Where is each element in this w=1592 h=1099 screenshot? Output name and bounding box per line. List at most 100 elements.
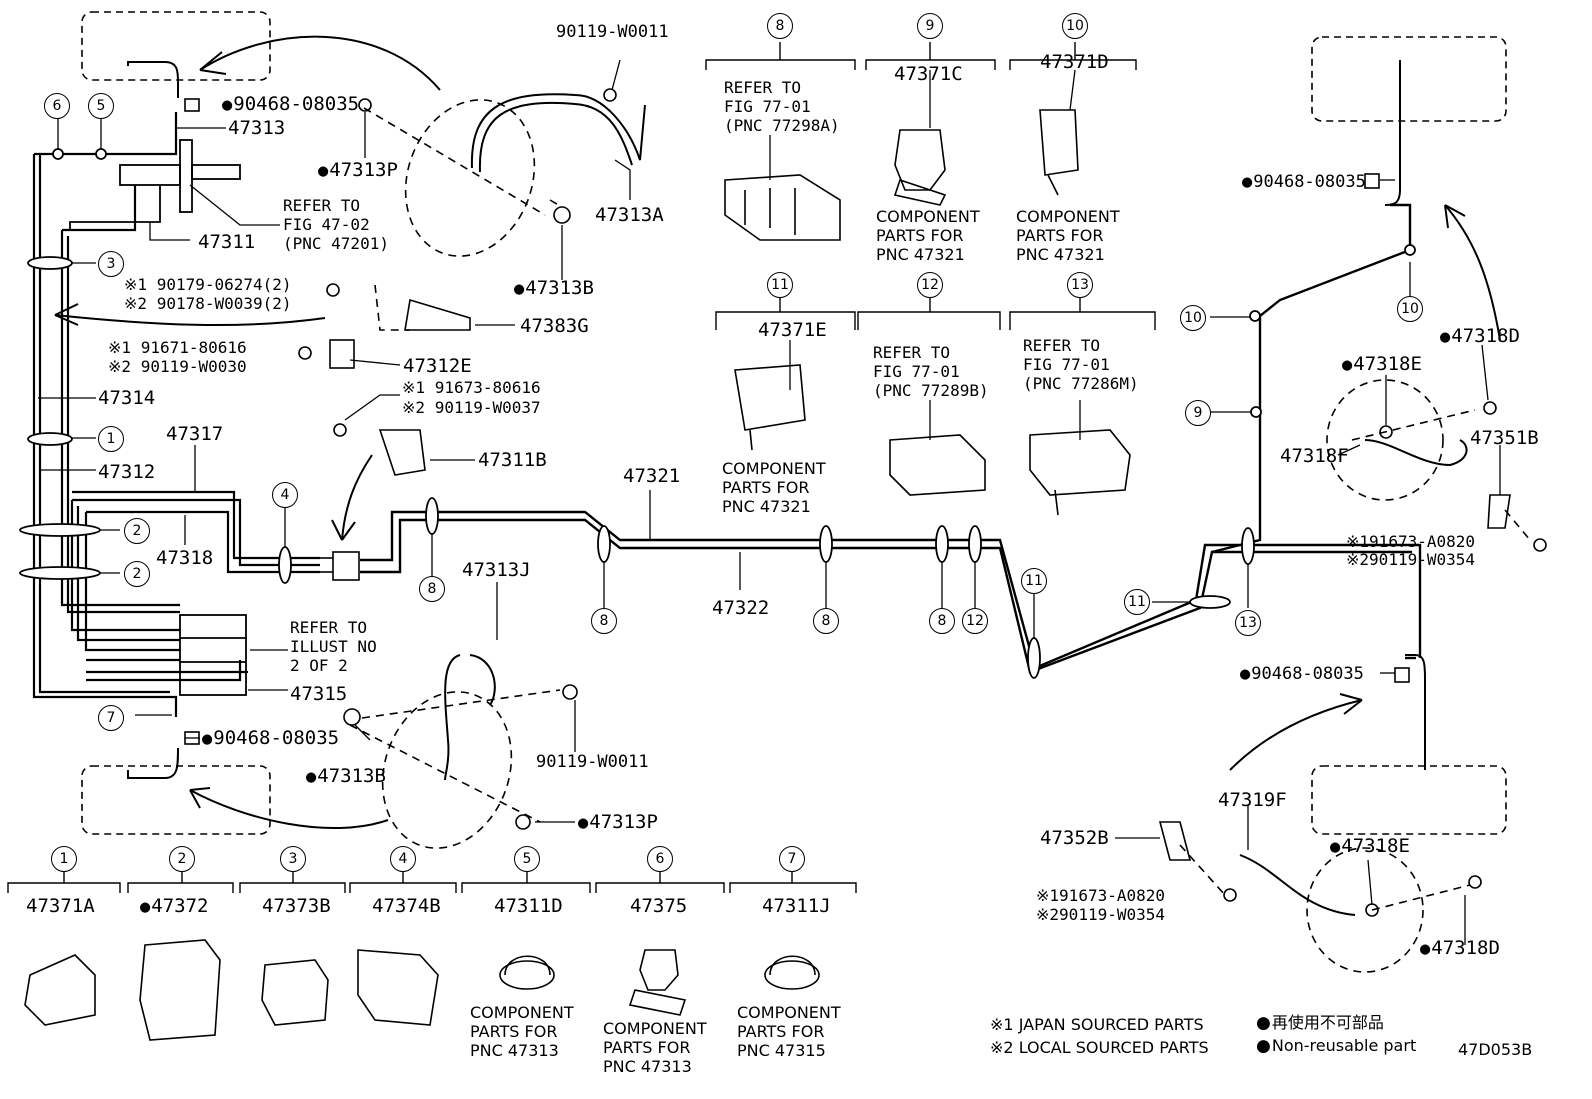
part-91673-80616: 91673-80616 bbox=[434, 378, 541, 397]
label-90119-w0011-top: 90119-W0011 bbox=[556, 22, 669, 42]
part-91673-a0820-b: 91673-A0820 bbox=[1059, 886, 1166, 905]
callout-8-a: 8 bbox=[419, 576, 445, 602]
callout-header-13: 13 bbox=[1067, 272, 1093, 298]
callout-11-b: 11 bbox=[1124, 589, 1150, 615]
mark-x2: ※2 bbox=[1036, 905, 1060, 924]
callout-8-d: 8 bbox=[929, 608, 955, 634]
legend-part-4: 47374B bbox=[372, 895, 441, 917]
label-90468-08035-r1: 90468-08035 bbox=[1242, 172, 1366, 192]
label-90468-08035-r2: 90468-08035 bbox=[1240, 664, 1364, 684]
note-comp-47321-c: COMPONENT PARTS FOR PNC 47321 bbox=[876, 207, 980, 264]
callout-5-top: 5 bbox=[88, 93, 114, 119]
callout-8-c: 8 bbox=[813, 608, 839, 634]
mark-x1: ※1 bbox=[402, 378, 426, 397]
label-47314: 47314 bbox=[98, 387, 156, 409]
label-47319F: 47319F bbox=[1218, 789, 1287, 811]
note-comp-47321-d: COMPONENT PARTS FOR PNC 47321 bbox=[1016, 207, 1120, 264]
callout-10-b: 10 bbox=[1397, 296, 1423, 322]
callout-header-10: 10 bbox=[1062, 13, 1088, 39]
label-90119-w0354-b: ※290119-W0354 bbox=[1036, 905, 1165, 924]
label-47313J: 47313J bbox=[462, 559, 531, 581]
wheel-box-front-left bbox=[81, 11, 271, 81]
clamp-ellipses bbox=[19, 148, 1416, 679]
label-47313P-top: 47313P bbox=[318, 160, 398, 181]
label-90178-w0039: ※2 90178-W0039(2) bbox=[124, 294, 292, 313]
part-90119-w0030: 90119-W0030 bbox=[140, 357, 247, 376]
label-47311B: 47311B bbox=[478, 449, 547, 471]
mark-x2: ※2 bbox=[108, 357, 132, 376]
label-47311: 47311 bbox=[198, 231, 256, 253]
footer-reuse-jp: 再使用不可部品 bbox=[1256, 1013, 1384, 1033]
part-90179-06274: 90179-06274(2) bbox=[156, 275, 292, 294]
legend-num-6: 6 bbox=[647, 846, 673, 872]
note-comp-47313-d: COMPONENT PARTS FOR PNC 47313 bbox=[470, 1003, 574, 1060]
footer-local-sourced: ※2 LOCAL SOURCED PARTS bbox=[990, 1038, 1209, 1057]
footer-japan-sourced: ※1 JAPAN SOURCED PARTS bbox=[990, 1015, 1204, 1034]
legend-num-3: 3 bbox=[280, 846, 306, 872]
legend-part-1: 47371A bbox=[26, 895, 95, 917]
note-refer-77298A: REFER TO FIG 77-01 (PNC 77298A) bbox=[724, 78, 840, 135]
leader-lines bbox=[38, 59, 1501, 945]
part-91673-a0820: 91673-A0820 bbox=[1369, 532, 1476, 551]
flexible-hoses bbox=[444, 93, 1468, 916]
label-47318: 47318 bbox=[156, 547, 214, 569]
callout-11-a: 11 bbox=[1021, 568, 1047, 594]
label-47313P-bottom: 47313P bbox=[578, 812, 658, 833]
mark-x1: ※1 bbox=[990, 1015, 1014, 1034]
label-47313A: 47313A bbox=[595, 204, 664, 226]
legend-num-1: 1 bbox=[51, 846, 77, 872]
label-47315: 47315 bbox=[290, 683, 348, 705]
footer-japan-text: JAPAN SOURCED PARTS bbox=[1018, 1015, 1204, 1034]
callout-header-9: 9 bbox=[917, 13, 943, 39]
label-47318D-bottom: 47318D bbox=[1420, 938, 1500, 959]
label-90119-w0011-bottom: 90119-W0011 bbox=[536, 752, 649, 772]
callout-6-top: 6 bbox=[44, 93, 70, 119]
mark-x2: ※2 bbox=[990, 1038, 1014, 1057]
label-47318E-bottom: 47318E bbox=[1330, 836, 1410, 857]
legend-num-4: 4 bbox=[390, 846, 416, 872]
footer-reuse-en: Non-reusable part bbox=[1256, 1036, 1416, 1056]
label-91671-80616: ※1 91671-80616 bbox=[108, 338, 247, 357]
label-47371C: 47371C bbox=[894, 63, 963, 85]
note-comp-47313-6: COMPONENT PARTS FOR PNC 47313 bbox=[603, 1019, 707, 1076]
line-coupling bbox=[320, 551, 360, 581]
label-91673-a0820-b: ※191673-A0820 bbox=[1036, 886, 1165, 905]
label-90468-08035-top: 90468-08035 bbox=[222, 94, 359, 115]
footer-local-text: LOCAL SOURCED PARTS bbox=[1018, 1038, 1209, 1057]
note-comp-47315: COMPONENT PARTS FOR PNC 47315 bbox=[737, 1003, 841, 1060]
callout-13: 13 bbox=[1235, 610, 1261, 636]
note-comp-47321-e: COMPONENT PARTS FOR PNC 47321 bbox=[722, 459, 826, 516]
label-47351B: 47351B bbox=[1470, 427, 1539, 449]
part-90119-w0037: 90119-W0037 bbox=[434, 398, 541, 417]
mark-x1: ※1 bbox=[108, 338, 132, 357]
legend-num-5: 5 bbox=[514, 846, 540, 872]
label-47318D-top: 47318D bbox=[1440, 326, 1520, 347]
mark-x1: ※1 bbox=[124, 275, 148, 294]
legend-part-5: 47311D bbox=[494, 895, 563, 917]
mark-x1: ※1 bbox=[1346, 532, 1370, 551]
mark-x2: ※2 bbox=[402, 398, 426, 417]
wheel-box-front-right bbox=[1311, 36, 1507, 122]
legend-illustrations bbox=[24, 939, 820, 1041]
part-91671-80616: 91671-80616 bbox=[140, 338, 247, 357]
callout-header-11: 11 bbox=[767, 272, 793, 298]
label-47321: 47321 bbox=[623, 465, 681, 487]
label-47313B-bottom: 47313B bbox=[306, 766, 386, 787]
label-47322: 47322 bbox=[712, 597, 770, 619]
label-91673-80616: ※1 91673-80616 bbox=[402, 378, 541, 397]
mark-x2: ※2 bbox=[1346, 550, 1370, 569]
note-refer-77289B: REFER TO FIG 77-01 (PNC 77289B) bbox=[873, 343, 989, 400]
callout-4: 4 bbox=[272, 482, 298, 508]
hardware-icons bbox=[184, 88, 1547, 917]
clip-illustrations bbox=[724, 109, 1131, 516]
label-47352B: 47352B bbox=[1040, 827, 1109, 849]
master-cylinder bbox=[69, 139, 241, 230]
footer-code: 47D053B bbox=[1458, 1040, 1533, 1059]
callout-header-8: 8 bbox=[767, 13, 793, 39]
callout-10-a: 10 bbox=[1180, 305, 1206, 331]
label-90119-w0030: ※2 90119-W0030 bbox=[108, 357, 247, 376]
label-90468-08035-left: 90468-08035 bbox=[202, 728, 339, 749]
callout-8-b: 8 bbox=[591, 608, 617, 634]
label-47313B-top: 47313B bbox=[514, 278, 594, 299]
